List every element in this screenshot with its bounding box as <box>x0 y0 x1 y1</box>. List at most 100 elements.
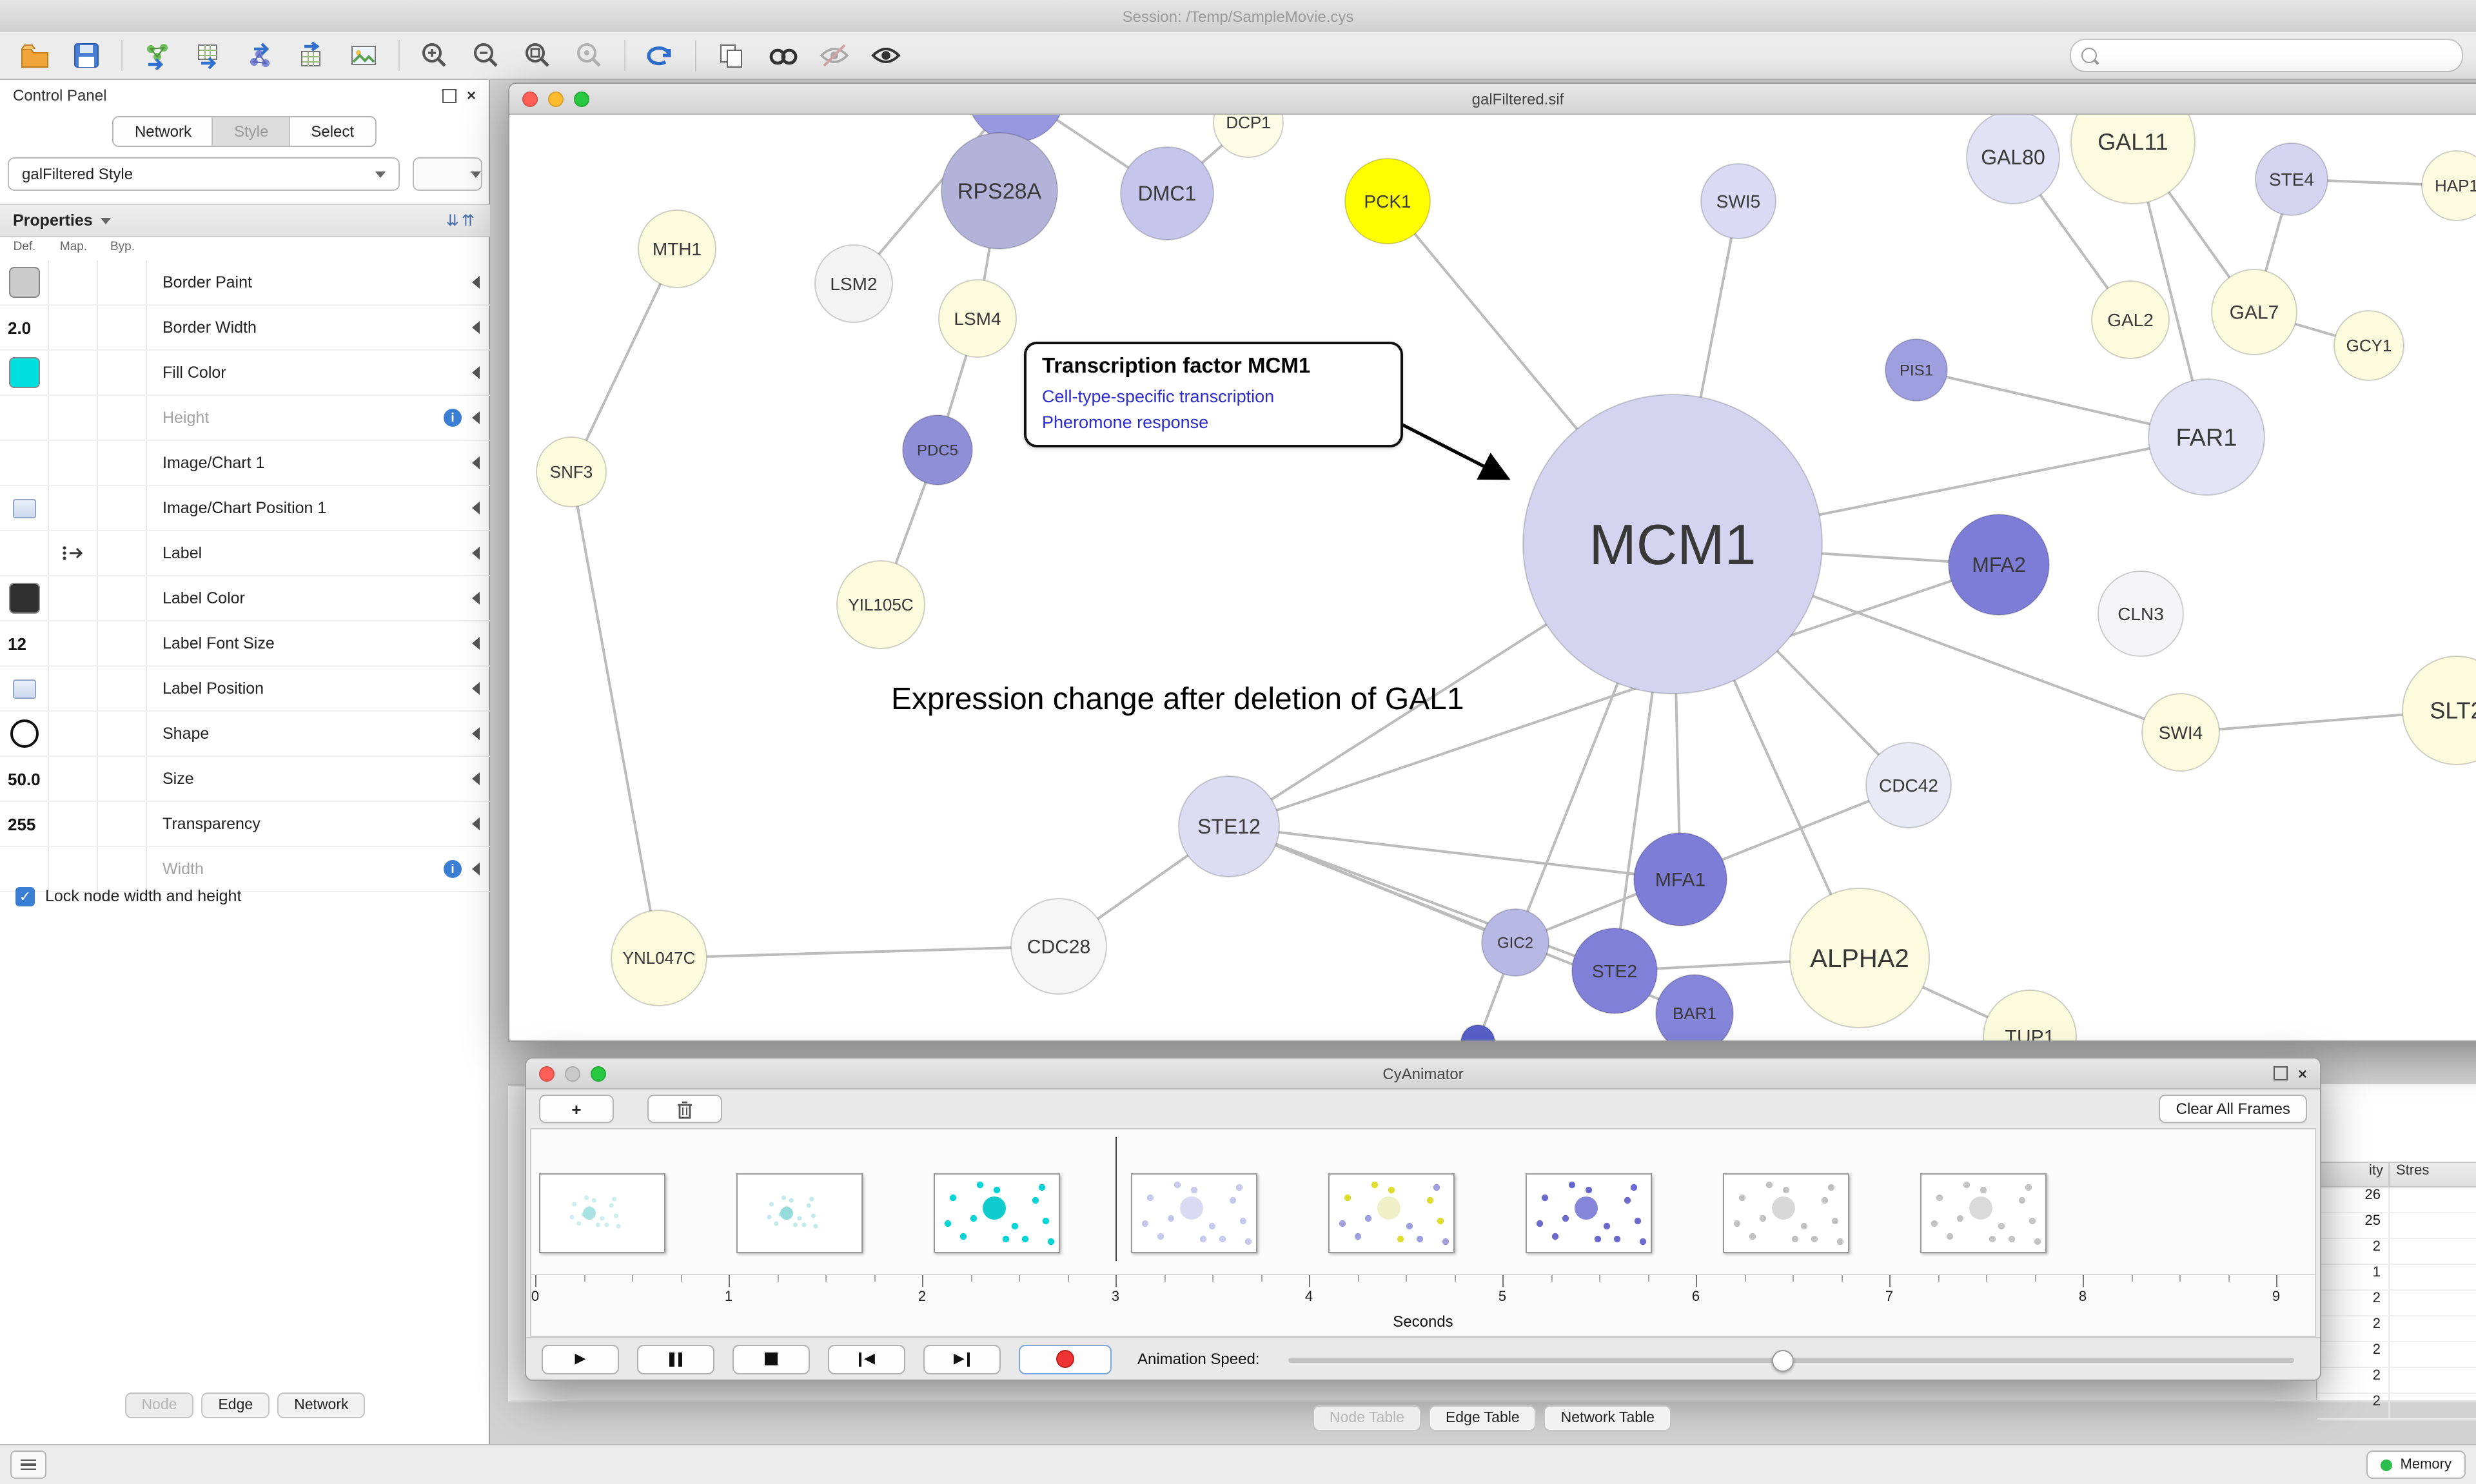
network-node-gal7[interactable]: GAL7 <box>2211 269 2297 355</box>
annotation-link-2[interactable]: Pheromone response <box>1042 412 1209 432</box>
record-button[interactable] <box>1019 1344 1112 1374</box>
network-edge[interactable] <box>658 945 1059 959</box>
panel-tab-node[interactable]: Node <box>124 1392 194 1418</box>
expand-row-icon[interactable] <box>472 637 480 650</box>
play-button[interactable]: ▶ <box>542 1344 619 1374</box>
default-value-text[interactable]: 50.0 <box>8 769 41 788</box>
property-row[interactable]: Border Paint <box>0 260 490 306</box>
timeline-frame-7[interactable] <box>1723 1173 1849 1253</box>
first-frame-button[interactable]: ◀ <box>828 1344 905 1374</box>
network-node-gcy1[interactable]: GCY1 <box>2334 310 2404 381</box>
close-window-icon[interactable] <box>522 91 538 106</box>
default-value-swatch[interactable] <box>8 267 39 298</box>
expand-row-icon[interactable] <box>472 592 480 605</box>
network-node-ste12[interactable]: STE12 <box>1178 776 1280 877</box>
network-node-ste4[interactable]: STE4 <box>2255 142 2328 216</box>
zoom-out-icon[interactable] <box>464 36 508 75</box>
export-table-icon[interactable] <box>290 36 334 75</box>
expand-row-icon[interactable] <box>472 411 480 424</box>
network-node-ste2[interactable]: STE2 <box>1571 928 1658 1014</box>
timeline-frame-8[interactable] <box>1920 1173 2047 1253</box>
import-network-icon[interactable] <box>135 36 179 75</box>
style-selector-dropdown[interactable]: galFiltered Style <box>8 157 400 191</box>
zoom-selected-icon[interactable] <box>567 36 611 75</box>
network-node-lsm2[interactable]: LSM2 <box>814 244 893 323</box>
expand-row-icon[interactable] <box>472 276 480 289</box>
expand-row-icon[interactable] <box>472 502 480 514</box>
timeline-frame-5[interactable] <box>1328 1173 1455 1253</box>
timeline-frame-6[interactable] <box>1526 1173 1652 1253</box>
expand-row-icon[interactable] <box>472 817 480 830</box>
default-value-text[interactable]: 255 <box>8 814 36 834</box>
add-frame-button[interactable]: + <box>539 1095 614 1123</box>
network-edge[interactable] <box>570 471 660 959</box>
copy-view-icon[interactable] <box>709 36 753 75</box>
network-node-yil105c[interactable]: YIL105C <box>836 560 925 649</box>
network-node-gic2[interactable]: GIC2 <box>1481 908 1549 977</box>
network-node-hap1[interactable]: HAP1 <box>2421 150 2476 221</box>
tab-style[interactable]: Style <box>213 117 291 146</box>
lock-size-checkbox[interactable]: ✓ <box>15 886 35 906</box>
tab-edge-table[interactable]: Edge Table <box>1428 1405 1537 1431</box>
shape-ellipse-icon[interactable] <box>10 719 38 748</box>
network-node-mfa2[interactable]: MFA2 <box>1948 514 2050 616</box>
table-row[interactable]: 25 <box>2317 1213 2476 1239</box>
animation-speed-slider[interactable] <box>1288 1345 2294 1372</box>
show-all-icon[interactable] <box>864 36 908 75</box>
network-window-title-bar[interactable]: galFiltered.sif <box>509 84 2476 115</box>
timeline-frame-4[interactable] <box>1131 1173 1257 1253</box>
expand-row-icon[interactable] <box>472 366 480 379</box>
table-row[interactable]: 26 <box>2317 1187 2476 1213</box>
expand-row-icon[interactable] <box>472 456 480 469</box>
float-panel-icon[interactable] <box>442 88 457 103</box>
property-row[interactable]: Image/Chart 1 <box>0 441 490 486</box>
table-row[interactable]: 2 <box>2317 1316 2476 1342</box>
zoom-window-icon[interactable] <box>591 1066 606 1081</box>
zoom-window-icon[interactable] <box>574 91 589 106</box>
default-value-swatch[interactable] <box>8 357 39 388</box>
apply-layout-icon[interactable] <box>638 36 682 75</box>
minimize-window-icon[interactable] <box>548 91 564 106</box>
export-image-icon[interactable] <box>342 36 386 75</box>
last-frame-button[interactable]: ▶ <box>923 1344 1001 1374</box>
minimize-window-icon[interactable] <box>565 1066 580 1081</box>
export-network-icon[interactable] <box>239 36 282 75</box>
network-node-tup1[interactable]: TUP1 <box>1983 990 2077 1042</box>
network-node-dmc1[interactable]: DMC1 <box>1120 146 1214 240</box>
float-window-icon[interactable] <box>2273 1066 2288 1080</box>
expand-row-icon[interactable] <box>472 321 480 334</box>
zoom-fit-icon[interactable] <box>516 36 560 75</box>
network-node-gal80[interactable]: GAL80 <box>1966 115 2060 204</box>
cyanimator-title-bar[interactable]: CyAnimator × <box>526 1059 2320 1089</box>
console-button[interactable] <box>10 1450 46 1479</box>
property-row[interactable]: Label <box>0 531 490 576</box>
property-row[interactable]: Shape <box>0 712 490 757</box>
close-panel-icon[interactable]: × <box>466 86 476 104</box>
network-node-snf3[interactable]: SNF3 <box>536 436 607 507</box>
panel-tab-edge[interactable]: Edge <box>201 1392 270 1418</box>
expand-row-icon[interactable] <box>472 863 480 875</box>
table-row[interactable]: 2 <box>2317 1342 2476 1368</box>
network-node-pis1[interactable]: PIS1 <box>1885 338 1948 402</box>
network-node-swi4[interactable]: SWI4 <box>2141 693 2220 772</box>
pause-button[interactable] <box>637 1344 714 1374</box>
lock-size-row[interactable]: ✓ Lock node width and height <box>0 877 490 915</box>
property-row[interactable]: Label Position <box>0 667 490 712</box>
tab-node-table[interactable]: Node Table <box>1313 1405 1421 1431</box>
open-folder-icon[interactable] <box>13 36 57 75</box>
annotation-link-1[interactable]: Cell-type-specific transcription <box>1042 387 1275 406</box>
network-node-pck1[interactable]: PCK1 <box>1344 158 1431 244</box>
property-row[interactable]: Label Color <box>0 576 490 621</box>
expand-row-icon[interactable] <box>472 772 480 785</box>
timeline-playhead[interactable] <box>1115 1137 1117 1261</box>
network-node-bar1[interactable]: BAR1 <box>1655 974 1734 1042</box>
slider-thumb[interactable] <box>1772 1349 1794 1371</box>
first-neighbors-icon[interactable] <box>761 36 805 75</box>
tab-select[interactable]: Select <box>290 117 375 146</box>
timeline-frame-3[interactable] <box>934 1173 1060 1253</box>
